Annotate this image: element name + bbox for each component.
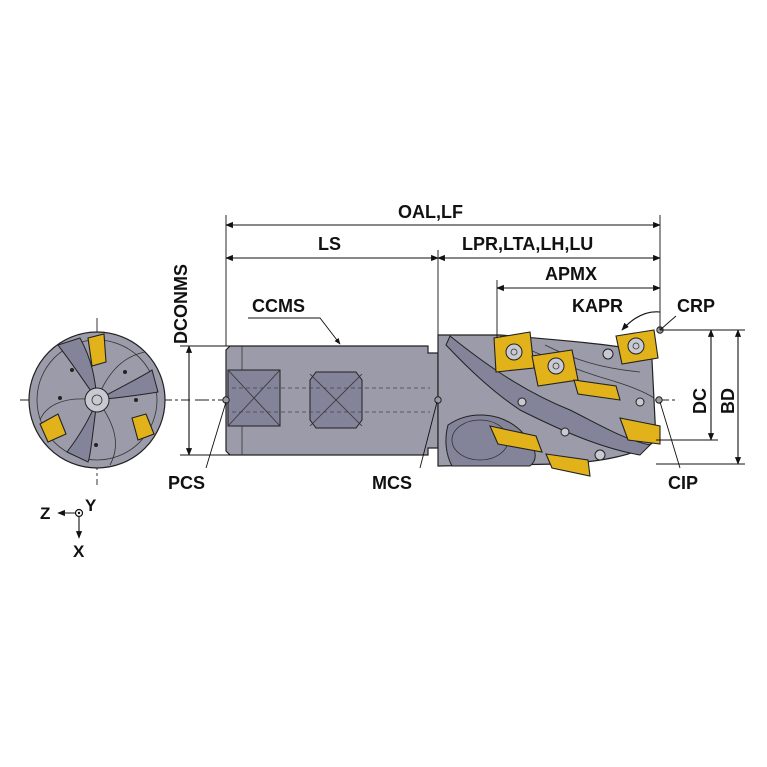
dimensions: OAL,LF LS LPR,LTA,LH,LU APMX KAPR CRP DC… bbox=[168, 202, 745, 493]
axis-z-label: Z bbox=[40, 504, 50, 523]
dc-label: DC bbox=[690, 388, 710, 414]
axis-y-label: Y bbox=[85, 496, 97, 515]
kapr-label: KAPR bbox=[572, 296, 623, 316]
oal-lf-label: OAL,LF bbox=[398, 202, 463, 222]
cip-point bbox=[655, 396, 663, 404]
ccms-label: CCMS bbox=[252, 296, 305, 316]
pcs-label: PCS bbox=[168, 473, 205, 493]
ls-label: LS bbox=[318, 234, 341, 254]
dconms-label: DCONMS bbox=[171, 264, 191, 344]
mcs-point bbox=[434, 396, 442, 404]
axis-symbol: Z Y X bbox=[40, 496, 97, 561]
cip-label: CIP bbox=[668, 473, 698, 493]
crp-label: CRP bbox=[677, 296, 715, 316]
side-view bbox=[195, 326, 675, 477]
end-view bbox=[20, 318, 190, 485]
mcs-label: MCS bbox=[372, 473, 412, 493]
cutter-head bbox=[437, 329, 661, 477]
apmx-label: APMX bbox=[545, 264, 597, 284]
lpr-lta-lh-lu-label: LPR,LTA,LH,LU bbox=[462, 234, 593, 254]
axis-x-label: X bbox=[73, 542, 85, 561]
shank bbox=[225, 345, 439, 456]
bd-label: BD bbox=[718, 388, 738, 414]
